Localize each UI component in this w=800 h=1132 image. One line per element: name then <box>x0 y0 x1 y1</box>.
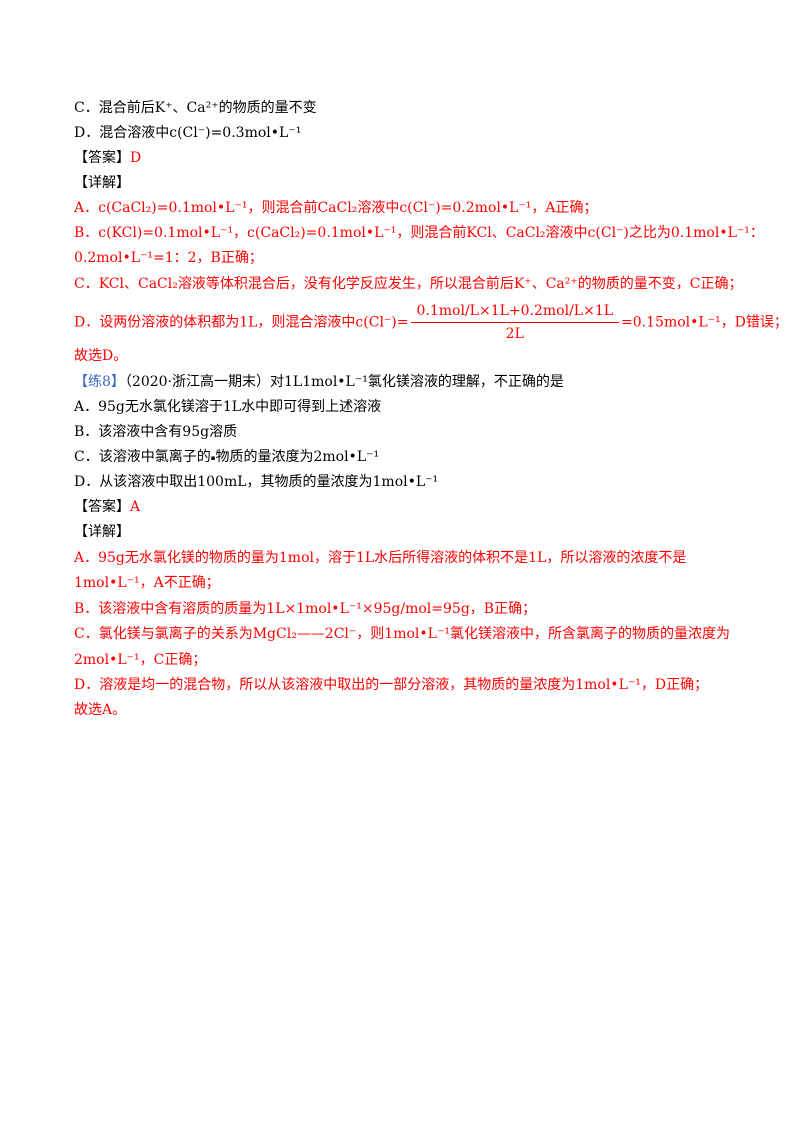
detail-c-2: 2mol•L⁻¹，C正确； <box>74 652 207 668</box>
prev-detail-b-2: 0.2mol•L⁻¹=1：2，B正确； <box>74 250 263 266</box>
detail-a-1: A．95g无水氯化镁的物质的量为1mol，溶于1L水后所得溶液的体积不是1L，所… <box>74 550 687 566</box>
option-c-part-1: C．该溶液中氯离子的 <box>74 449 211 465</box>
answer-value: D <box>130 150 142 166</box>
fraction-numerator: 0.1mol/L×1L+0.2mol/L×1L <box>410 302 620 323</box>
question-option-b: B．该溶液中含有95g溶质 <box>74 424 238 440</box>
prev-detail-a: A．c(CaCl₂)=0.1mol•L⁻¹，则混合前CaCl₂溶液中c(Cl⁻)… <box>74 200 598 216</box>
question-tag: 【练8】 <box>74 374 125 390</box>
answer-label: 【答案】 <box>74 150 130 166</box>
conclusion: 故选A。 <box>74 702 127 718</box>
answer-label: 【答案】 <box>74 499 130 515</box>
prev-detail-label: 【详解】 <box>74 175 130 191</box>
prev-conclusion: 故选D。 <box>74 348 128 364</box>
detail-b: B．该溶液中含有溶质的质量为1L×1mol•L⁻¹×95g/mol=95g，B正… <box>74 601 537 617</box>
answer-value: A <box>130 499 141 515</box>
question-stem: （2020·浙江高一期末）对1L1mol•L⁻¹氯化镁溶液的理解，不正确的是 <box>124 374 564 390</box>
prev-option-d: D．混合溶液中c(Cl⁻)=0.3mol•L⁻¹ <box>74 125 302 141</box>
option-c-part-2: 物质的量浓度为2mol•L⁻¹ <box>215 449 380 465</box>
fraction-denominator: 2L <box>505 326 524 342</box>
prev-answer-line: 【答案】D <box>74 148 141 168</box>
answer-line: 【答案】A <box>74 497 140 517</box>
prev-detail-b-1: B．c(KCl)=0.1mol•L⁻¹，c(CaCl₂)=0.1mol•L⁻¹，… <box>74 225 764 241</box>
stray-mark: ▪ <box>210 454 216 462</box>
question-option-a: A．95g无水氯化镁溶于1L水中即可得到上述溶液 <box>74 399 382 415</box>
question-option-c: C．该溶液中氯离子的▪物质的量浓度为2mol•L⁻¹ <box>74 447 379 468</box>
detail-a-2: 1mol•L⁻¹，A不正确； <box>74 575 220 591</box>
prev-detail-d: D．设两份溶液的体积都为1L，则混合溶液中c(Cl⁻)=0.1mol/L×1L+… <box>74 302 788 343</box>
detail-d: D．溶液是均一的混合物，所以从该溶液中取出的一部分溶液，其物质的量浓度为1mol… <box>74 677 709 693</box>
detail-c-1: C．氯化镁与氯离子的关系为MgCl₂——2Cl⁻，则1mol•L⁻¹氯化镁溶液中… <box>74 626 730 642</box>
prev-detail-c: C．KCl、CaCl₂溶液等体积混合后，没有化学反应发生，所以混合前后K⁺、Ca… <box>74 276 743 292</box>
prev-option-c: C．混合前后K⁺、Ca²⁺的物质的量不变 <box>74 100 317 116</box>
detail-d-suffix: =0.15mol•L⁻¹，D错误； <box>621 314 788 331</box>
fraction: 0.1mol/L×1L+0.2mol/L×1L 2L <box>410 302 620 343</box>
question-option-d: D．从该溶液中取出100mL，其物质的量浓度为1mol•L⁻¹ <box>74 474 439 490</box>
detail-d-prefix: D．设两份溶液的体积都为1L，则混合溶液中c(Cl⁻)= <box>74 314 409 331</box>
question-stem-line: 【练8】（2020·浙江高一期末）对1L1mol•L⁻¹氯化镁溶液的理解，不正确… <box>74 372 564 392</box>
detail-label: 【详解】 <box>74 524 130 540</box>
